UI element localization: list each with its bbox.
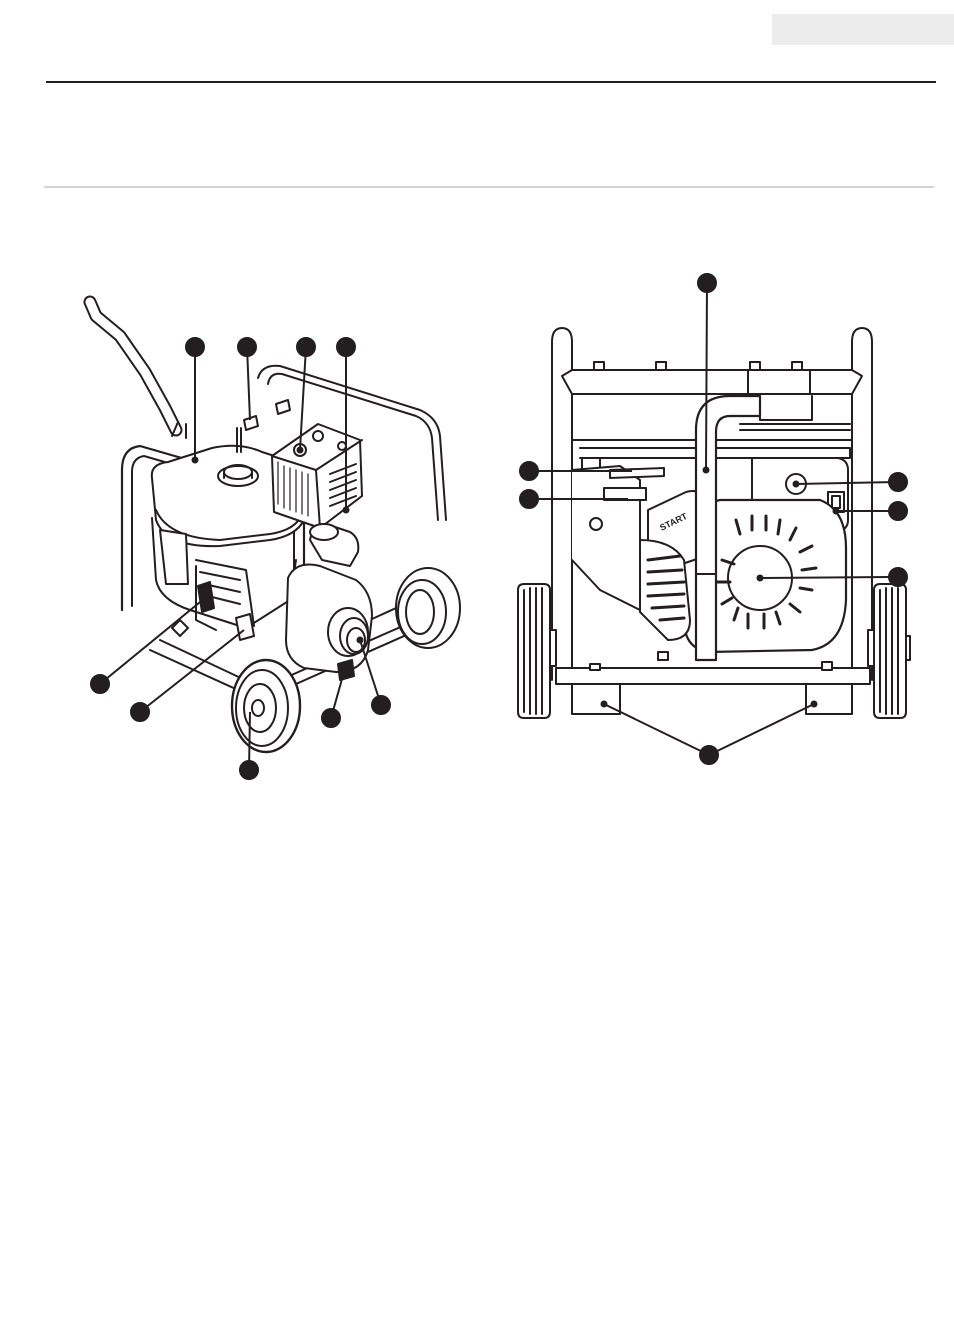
callout-4 (337, 338, 355, 356)
callout-5 (91, 675, 109, 693)
callout-1 (186, 338, 204, 356)
callout-13 (889, 473, 907, 491)
callout-10 (698, 274, 716, 292)
callout-11 (520, 462, 538, 480)
callout-8 (322, 709, 340, 727)
callout-3 (297, 338, 315, 356)
callout-14 (889, 502, 907, 520)
callout-9 (372, 696, 390, 714)
pump-rear-view: START (518, 328, 910, 718)
pump-perspective-view (90, 302, 460, 752)
callout-15 (889, 568, 907, 586)
callout-6 (131, 703, 149, 721)
callout-7 (240, 761, 258, 779)
callout-12 (520, 490, 538, 508)
callout-2 (238, 338, 256, 356)
callout-16 (700, 746, 718, 764)
